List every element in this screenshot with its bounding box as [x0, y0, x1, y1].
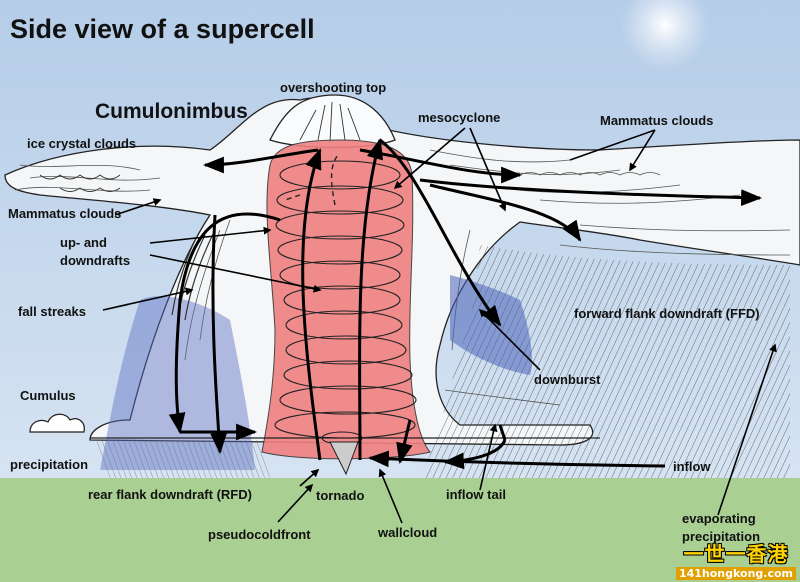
watermark-text: 一世一香港	[683, 542, 789, 566]
label-tornado: tornado	[316, 488, 365, 503]
label-ice-crystal-clouds: ice crystal clouds	[27, 136, 137, 151]
label-mammatus-left: Mammatus clouds	[8, 206, 122, 221]
label-evaporating-2: precipitation	[682, 529, 761, 544]
updraft-column	[261, 139, 431, 460]
label-overshooting-top: overshooting top	[280, 80, 387, 95]
label-fall-streaks: fall streaks	[18, 304, 86, 319]
tornado-funnel	[329, 441, 359, 476]
label-rfd: rear flank downdraft (RFD)	[88, 487, 252, 502]
label-inflow-tail: inflow tail	[446, 487, 506, 502]
label-up-downdrafts-1: up- and	[60, 235, 107, 250]
label-pointers	[102, 127, 777, 524]
diagram-title: Side view of a supercell	[10, 14, 315, 44]
label-mammatus-right: Mammatus clouds	[600, 113, 714, 128]
label-precipitation: precipitation	[10, 457, 89, 472]
label-inflow: inflow	[673, 459, 711, 474]
label-evaporating-1: evaporating	[682, 511, 756, 526]
cumulus-cloud	[29, 413, 85, 433]
label-mesocyclone: mesocyclone	[418, 110, 501, 125]
label-downburst: downburst	[534, 372, 601, 387]
label-ffd: forward flank downdraft (FFD)	[574, 306, 760, 321]
watermark-logo: 一世一香港 141hongkong.com	[675, 538, 796, 580]
label-up-downdrafts-2: downdrafts	[60, 253, 131, 268]
label-cumulus: Cumulus	[20, 388, 76, 403]
label-cumulonimbus: Cumulonimbus	[95, 100, 248, 123]
flow-arrows	[168, 137, 763, 470]
label-wallcloud: wallcloud	[378, 525, 438, 540]
label-pseudocoldfront: pseudocoldfront	[208, 527, 311, 542]
watermark-url: 141hongkong.com	[675, 567, 796, 580]
